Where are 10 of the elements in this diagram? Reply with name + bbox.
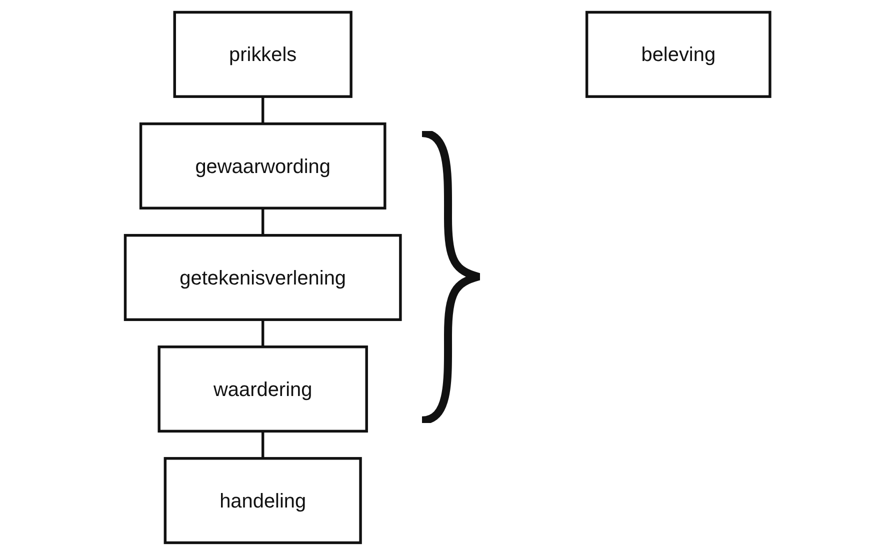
node-box: beleving bbox=[585, 10, 772, 98]
node-box: getekenisverlening bbox=[124, 233, 402, 321]
connector bbox=[261, 96, 264, 124]
connector bbox=[261, 319, 264, 346]
connector bbox=[261, 208, 264, 235]
node-box: gewaarwording bbox=[139, 122, 386, 209]
node-box: waardering bbox=[158, 345, 368, 432]
node-box: prikkels bbox=[173, 10, 352, 98]
connector bbox=[261, 430, 264, 458]
node-box: handeling bbox=[164, 456, 362, 544]
